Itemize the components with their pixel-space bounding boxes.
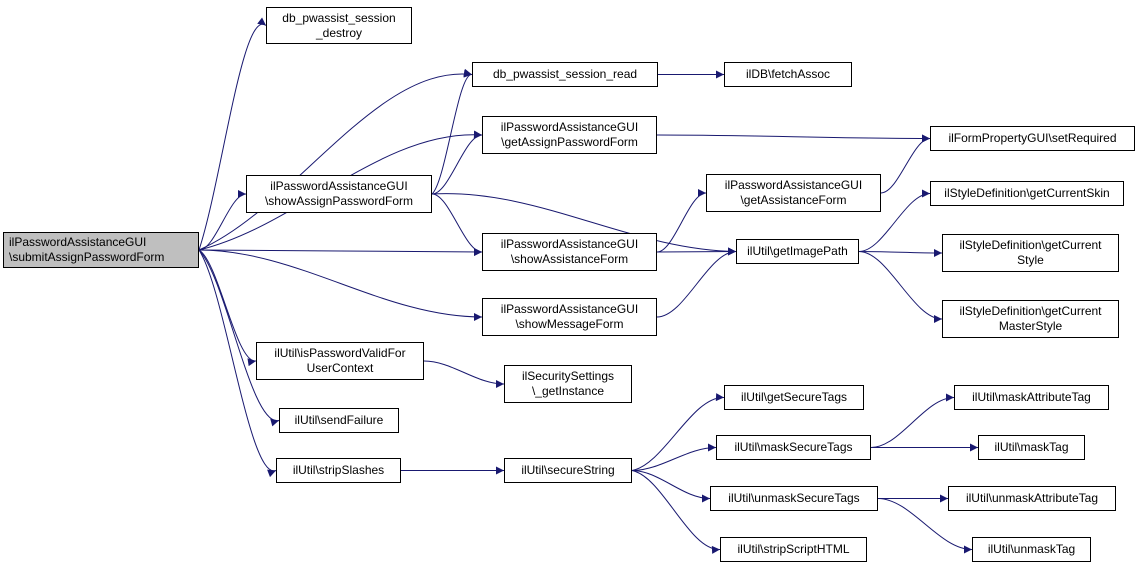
node-ilutil-getimagepath[interactable]: ilUtil\getImagePath — [736, 239, 859, 264]
node-ilutil-stripscripthtml[interactable]: ilUtil\stripScriptHTML — [720, 537, 867, 562]
edge-showassignform-to-getassignform — [431, 131, 483, 195]
node-label-line: \showAssistanceForm — [510, 252, 629, 266]
node-ilutil-stripslashes[interactable]: ilUtil\stripSlashes — [276, 458, 401, 483]
edge-root-to-showmessageform — [198, 249, 483, 321]
node-ilutil-maskattributetag[interactable]: ilUtil\maskAttributeTag — [954, 385, 1109, 410]
node-get-assign-password-form[interactable]: ilPasswordAssistanceGUI \getAssignPasswo… — [482, 116, 657, 154]
node-label-line: db_pwassist_session — [282, 10, 396, 25]
edge-showassistform-to-getimagepath — [656, 247, 737, 256]
edge-showmessageform-to-getimagepath — [656, 247, 737, 318]
node-get-current-master-style[interactable]: ilStyleDefinition\getCurrent MasterStyle — [942, 300, 1119, 338]
node-db-pwassist-session-destroy[interactable]: db_pwassist_session _destroy — [266, 7, 412, 44]
node-label-line: ilUtil\isPasswordValidFor — [274, 346, 406, 360]
node-label-line: ilPasswordAssistanceGUI — [724, 178, 863, 192]
edge-securestring-to-stripscripthtml — [631, 470, 721, 554]
node-label-line: ilPasswordAssistanceGUI — [500, 302, 639, 316]
edge-getassignform-to-setrequired — [656, 134, 931, 143]
node-ilutil-unmaskattributetag[interactable]: ilUtil\unmaskAttributeTag — [948, 486, 1116, 511]
edge-root-to-read — [198, 69, 473, 251]
node-ilutil-masktag[interactable]: ilUtil\maskTag — [978, 435, 1085, 460]
node-db-pwassist-session-read[interactable]: db_pwassist_session_read — [472, 62, 658, 87]
node-ilformpropertygui-setrequired[interactable]: ilFormPropertyGUI\setRequired — [930, 126, 1135, 151]
node-label-line: db_pwassist_session_read — [492, 67, 638, 81]
edge-masksecuretags-to-maskattributetag — [870, 393, 955, 448]
node-ilutil-sendfailure[interactable]: ilUtil\sendFailure — [279, 408, 399, 433]
edge-root-to-showassignform — [198, 190, 247, 251]
node-label-line: ilStyleDefinition\getCurrent — [959, 304, 1102, 318]
edge-root-to-destroy — [198, 17, 267, 251]
node-label-line: ilUtil\getSecureTags — [740, 390, 848, 404]
edge-root-to-sendfailure — [198, 249, 280, 427]
node-label-line: Style — [1017, 253, 1044, 267]
node-ilutil-securestring[interactable]: ilUtil\secureString — [504, 458, 632, 483]
node-label-line: ilSecuritySettings — [521, 369, 615, 383]
node-show-assistance-form[interactable]: ilPasswordAssistanceGUI \showAssistanceF… — [482, 233, 657, 271]
node-label-line: ilUtil\unmaskTag — [987, 542, 1076, 556]
edge-securestring-to-getsecuretags — [631, 393, 725, 471]
node-label-line: _destroy — [315, 25, 363, 40]
node-submit-assign-password-form: ilPasswordAssistanceGUI \submitAssignPas… — [3, 232, 199, 268]
edge-root-to-showassistform — [198, 247, 483, 256]
node-label-line: ilFormPropertyGUI\setRequired — [948, 131, 1117, 145]
node-label-line: \getAssistanceForm — [740, 193, 847, 207]
node-label-line: ilUtil\maskSecureTags — [734, 440, 853, 454]
node-label-line: \_getInstance — [531, 384, 605, 398]
node-label-line: ilUtil\stripScriptHTML — [737, 542, 850, 556]
node-label-line: ilPasswordAssistanceGUI — [9, 235, 147, 249]
node-label-line: \getAssignPasswordForm — [501, 135, 638, 149]
edge-getimagepath-to-getcurrentstyle — [858, 248, 943, 257]
edge-unmasksecuretags-to-unmasktag — [877, 498, 973, 554]
node-label-line: \submitAssignPasswordForm — [9, 250, 165, 264]
node-label-line: ilPasswordAssistanceGUI — [500, 120, 639, 134]
node-get-current-style[interactable]: ilStyleDefinition\getCurrent Style — [942, 234, 1119, 272]
node-ilutil-unmasktag[interactable]: ilUtil\unmaskTag — [972, 537, 1091, 562]
node-label-line: ilStyleDefinition\getCurrent — [959, 238, 1102, 252]
node-label-line: ilUtil\unmaskSecureTags — [728, 491, 860, 505]
edge-showassignform-to-getimagepath — [431, 193, 737, 256]
node-label-line: ilUtil\unmaskAttributeTag — [965, 491, 1099, 505]
edge-getassistform-to-setrequired — [880, 134, 931, 194]
node-label-line: \showAssignPasswordForm — [264, 194, 414, 208]
node-show-assign-password-form[interactable]: ilPasswordAssistanceGUI \showAssignPassw… — [246, 175, 432, 213]
node-label-line: ilPasswordAssistanceGUI — [500, 237, 639, 251]
node-label-line: ilUtil\maskTag — [994, 440, 1069, 454]
node-label-line: ilUtil\getImagePath — [747, 244, 848, 258]
edge-root-to-stripslashes — [198, 249, 277, 478]
edge-getimagepath-to-getcurrentmaster — [858, 251, 943, 323]
edge-showassignform-to-read — [431, 68, 473, 195]
node-ilutil-masksecuretags[interactable]: ilUtil\maskSecureTags — [716, 435, 871, 460]
edge-securestring-to-masksecuretags — [631, 443, 717, 471]
node-ilutil-getsecuretags[interactable]: ilUtil\getSecureTags — [724, 385, 864, 410]
node-get-current-skin[interactable]: ilStyleDefinition\getCurrentSkin — [930, 181, 1124, 206]
node-label-line: UserContext — [306, 361, 374, 375]
edge-showassignform-to-showassistform — [431, 193, 483, 256]
node-ildb-fetchassoc[interactable]: ilDB\fetchAssoc — [724, 62, 852, 87]
node-label-line: MasterStyle — [998, 319, 1063, 333]
node-is-password-valid-for-user-context[interactable]: ilUtil\isPasswordValidFor UserContext — [256, 342, 424, 380]
node-label-line: ilUtil\sendFailure — [294, 413, 384, 427]
node-label-line: ilUtil\secureString — [521, 463, 615, 477]
node-label-line: ilUtil\stripSlashes — [292, 463, 385, 477]
node-label-line: \showMessageForm — [515, 317, 624, 331]
node-label-line: ilUtil\maskAttributeTag — [972, 390, 1091, 404]
edge-ispasswordvalid-to-securitysettings — [423, 360, 505, 388]
node-security-settings-get-instance[interactable]: ilSecuritySettings \_getInstance — [504, 365, 632, 403]
node-label-line: ilStyleDefinition\getCurrentSkin — [944, 186, 1110, 200]
node-label-line: ilPasswordAssistanceGUI — [270, 179, 408, 193]
edge-showassistform-to-getassistform — [656, 189, 707, 253]
edge-securestring-to-unmasksecuretags — [631, 470, 711, 503]
node-label-line: ilDB\fetchAssoc — [745, 67, 831, 81]
node-show-message-form[interactable]: ilPasswordAssistanceGUI \showMessageForm — [482, 298, 657, 336]
edge-getimagepath-to-getcurrentskin — [858, 189, 931, 252]
edge-root-to-ispasswordvalid — [198, 249, 257, 367]
node-ilutil-unmasksecuretags[interactable]: ilUtil\unmaskSecureTags — [710, 486, 878, 511]
node-get-assistance-form[interactable]: ilPasswordAssistanceGUI \getAssistanceFo… — [706, 174, 881, 212]
